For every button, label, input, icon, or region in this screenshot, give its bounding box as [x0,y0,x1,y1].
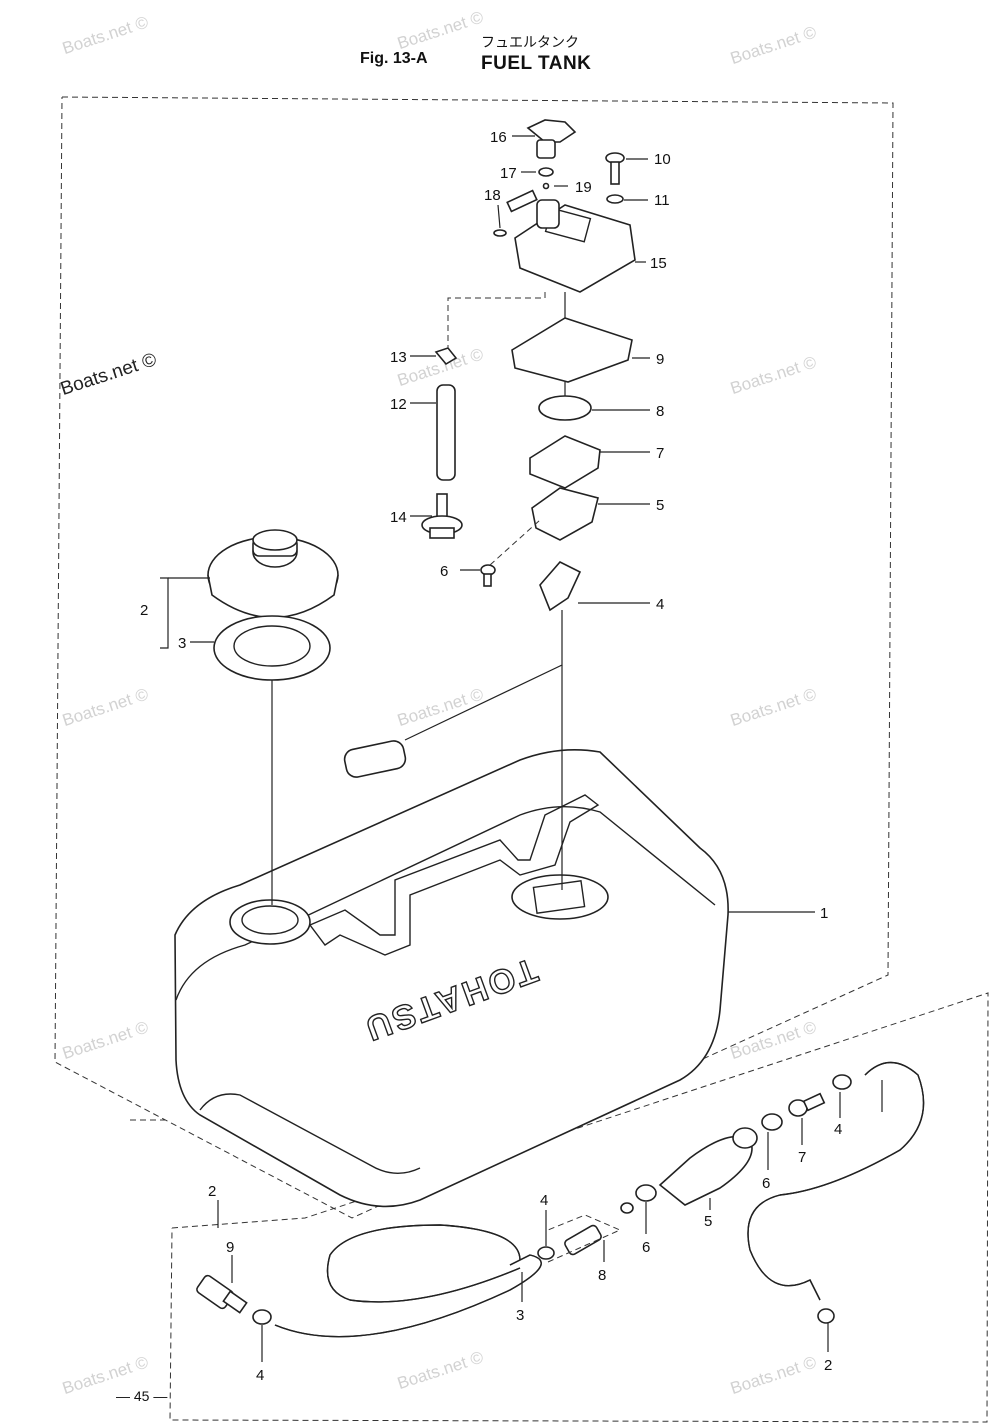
callout-12: 12 [390,396,407,413]
callout-hose-7: 7 [798,1149,806,1166]
cap-packing [213,615,331,681]
callout-hose-4b: 4 [540,1192,548,1209]
callout-9: 9 [656,351,664,368]
callout-1: 1 [820,905,828,922]
assembly-boundary [54,96,894,1219]
hose-kit-boundary [169,992,989,1423]
o-ring [538,395,592,421]
callout-hose-2b: 2 [824,1357,832,1374]
figure-label: Fig. 13-A [360,50,428,67]
callout-hose-3: 3 [516,1307,524,1324]
callout-14: 14 [390,509,407,526]
washer-11 [606,194,624,204]
fuel-hose-assembly [196,1061,925,1338]
callout-5: 5 [656,497,664,514]
callout-hose-6b: 6 [762,1175,770,1192]
callout-hose-5: 5 [704,1213,712,1230]
gauge-bracket [531,487,599,541]
screw-10 [605,152,625,185]
gasket [511,317,633,383]
callout-hose-4: 4 [256,1367,264,1384]
callout-18: 18 [484,187,501,204]
callout-8: 8 [656,403,664,420]
part-19 [542,182,550,190]
callout-13: 13 [390,349,407,366]
gauge-knob [526,119,577,159]
callout-17: 17 [500,165,517,182]
callout-3: 3 [178,635,186,652]
callout-hose-2: 2 [208,1183,216,1200]
callout-hose-4c: 4 [834,1121,842,1138]
strainer-14 [421,493,463,539]
callout-4: 4 [656,596,664,613]
callout-11: 11 [654,192,670,209]
fuel-tank: TOHATSU [174,748,729,1208]
callout-2: 2 [140,602,148,619]
callout-hose-6: 6 [642,1239,650,1256]
callout-10: 10 [654,151,671,168]
float-arm [343,561,582,778]
pipe-12 [436,384,456,481]
clip-13 [434,347,458,366]
washer-17 [538,167,554,177]
callout-6: 6 [440,563,448,580]
callout-hose-9: 9 [226,1239,234,1256]
screw-6 [480,564,496,587]
callout-19: 19 [575,179,592,196]
pin-18 [493,229,507,237]
figure-title: FUEL TANK [481,53,592,74]
gauge-body [529,435,601,489]
tank-cap [207,529,339,619]
callout-hose-8: 8 [598,1267,606,1284]
callout-7: 7 [656,445,664,462]
figure-title-japanese: フュエルタンク [481,34,579,50]
gauge-cover [506,189,636,293]
callout-16: 16 [490,129,507,146]
page-number: — 45 — [116,1388,168,1404]
callout-15: 15 [650,255,667,272]
